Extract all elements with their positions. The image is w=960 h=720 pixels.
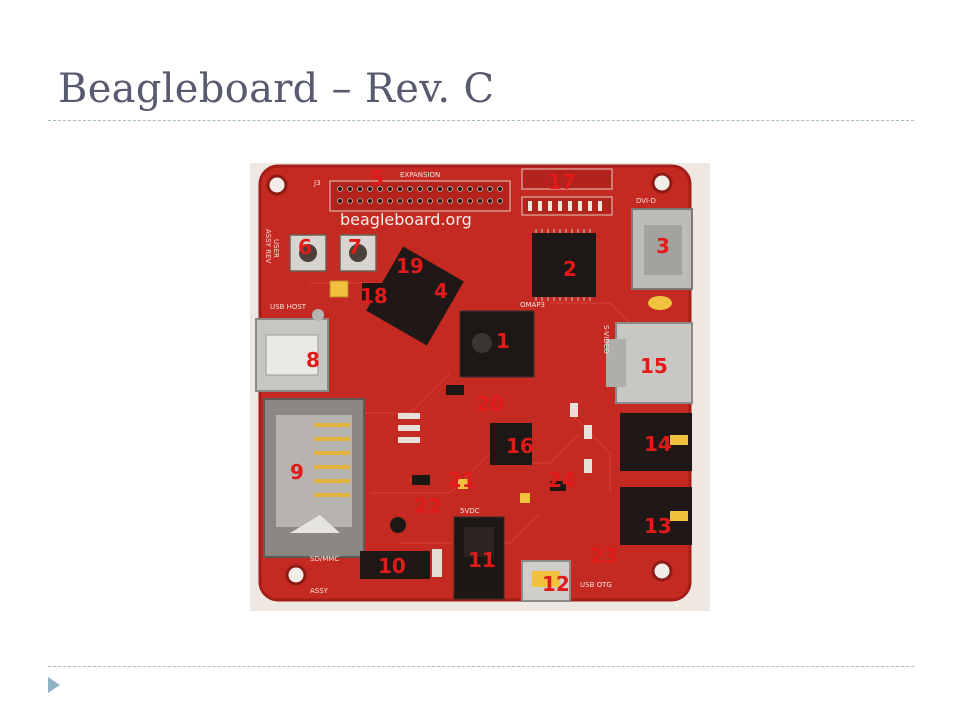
component-labels: 1 2 3 4 5 6 7 8 9 10 11 12 13 14 15 16 1… bbox=[290, 166, 672, 596]
usb-host-port bbox=[255, 309, 329, 392]
label-22: 22 bbox=[414, 494, 442, 518]
power-management-chip bbox=[490, 423, 532, 465]
label-21: 21 bbox=[448, 468, 476, 492]
label-12: 12 bbox=[542, 572, 570, 596]
small-chip-b bbox=[446, 385, 464, 395]
label-14: 14 bbox=[644, 432, 672, 456]
header-4 bbox=[366, 246, 464, 346]
label-7: 7 bbox=[348, 235, 362, 259]
label-18: 18 bbox=[360, 284, 388, 308]
silk-5vdc: 5VDC bbox=[460, 507, 480, 515]
silk-expansion: EXPANSION bbox=[400, 171, 440, 179]
board-illustration: EXPANSION J3 beagleboard.org USER ASSY R… bbox=[250, 163, 710, 611]
label-10: 10 bbox=[378, 554, 406, 578]
beagleboard-photo: EXPANSION J3 beagleboard.org USER ASSY R… bbox=[250, 163, 710, 611]
label-15: 15 bbox=[640, 354, 668, 378]
footer-divider bbox=[48, 666, 914, 667]
user-button bbox=[289, 234, 327, 272]
silk-usb-otg: USB OTG bbox=[580, 581, 612, 589]
board-brand-logo: beagleboard.org bbox=[340, 210, 472, 229]
capacitor-yellow-b bbox=[458, 479, 468, 489]
silk-usb-host: USB HOST bbox=[270, 303, 307, 311]
label-19: 19 bbox=[396, 254, 424, 278]
label-17: 17 bbox=[548, 170, 576, 194]
usb-otg-port bbox=[521, 560, 571, 602]
label-1: 1 bbox=[496, 329, 510, 353]
capacitor-yellow-a bbox=[329, 280, 349, 298]
power-jack bbox=[453, 516, 505, 600]
dvi-transmitter-chip bbox=[532, 229, 596, 301]
sd-card-slot bbox=[263, 398, 365, 558]
label-9: 9 bbox=[290, 460, 304, 484]
reset-button bbox=[339, 234, 377, 272]
crystal bbox=[390, 517, 406, 533]
label-8: 8 bbox=[306, 348, 320, 372]
small-chip-c bbox=[412, 475, 430, 485]
silk-dvi-d: DVI-D bbox=[636, 197, 656, 205]
label-24: 24 bbox=[548, 468, 576, 492]
label-5: 5 bbox=[370, 166, 384, 190]
omap-processor bbox=[459, 310, 535, 378]
jtag-header bbox=[521, 168, 613, 216]
dvi-d-port bbox=[631, 208, 693, 310]
label-3: 3 bbox=[656, 234, 670, 258]
audio-in-jack bbox=[620, 487, 692, 545]
silk-assy-rev: ASSY REV bbox=[264, 229, 272, 263]
label-4: 4 bbox=[434, 279, 448, 303]
silk-j3: J3 bbox=[313, 179, 321, 187]
label-2: 2 bbox=[563, 257, 577, 281]
silk-svideo: S-VIDEO bbox=[602, 325, 610, 354]
silk-sd-mmc: SD/MMC bbox=[310, 555, 339, 563]
s-video-connector bbox=[606, 322, 693, 404]
silk-omap3: OMAP3 bbox=[520, 301, 545, 309]
label-20: 20 bbox=[476, 392, 504, 416]
label-23: 23 bbox=[590, 544, 618, 568]
audio-out-jack bbox=[620, 413, 692, 471]
mounting-holes bbox=[266, 172, 673, 586]
label-13: 13 bbox=[644, 514, 672, 538]
expansion-header bbox=[329, 180, 511, 212]
passive-components bbox=[398, 403, 592, 473]
label-6: 6 bbox=[298, 235, 312, 259]
triangle-bullet-icon bbox=[48, 677, 60, 693]
small-chip-d bbox=[550, 481, 566, 491]
rs232-header bbox=[360, 549, 442, 579]
capacitor-yellow-c bbox=[520, 493, 530, 503]
title-divider bbox=[48, 120, 914, 121]
slide-title: Beagleboard – Rev. C bbox=[58, 66, 495, 112]
label-16: 16 bbox=[506, 434, 534, 458]
silk-user: USER bbox=[272, 239, 280, 258]
silk-assy: ASSY bbox=[310, 587, 329, 595]
label-11: 11 bbox=[468, 548, 496, 572]
